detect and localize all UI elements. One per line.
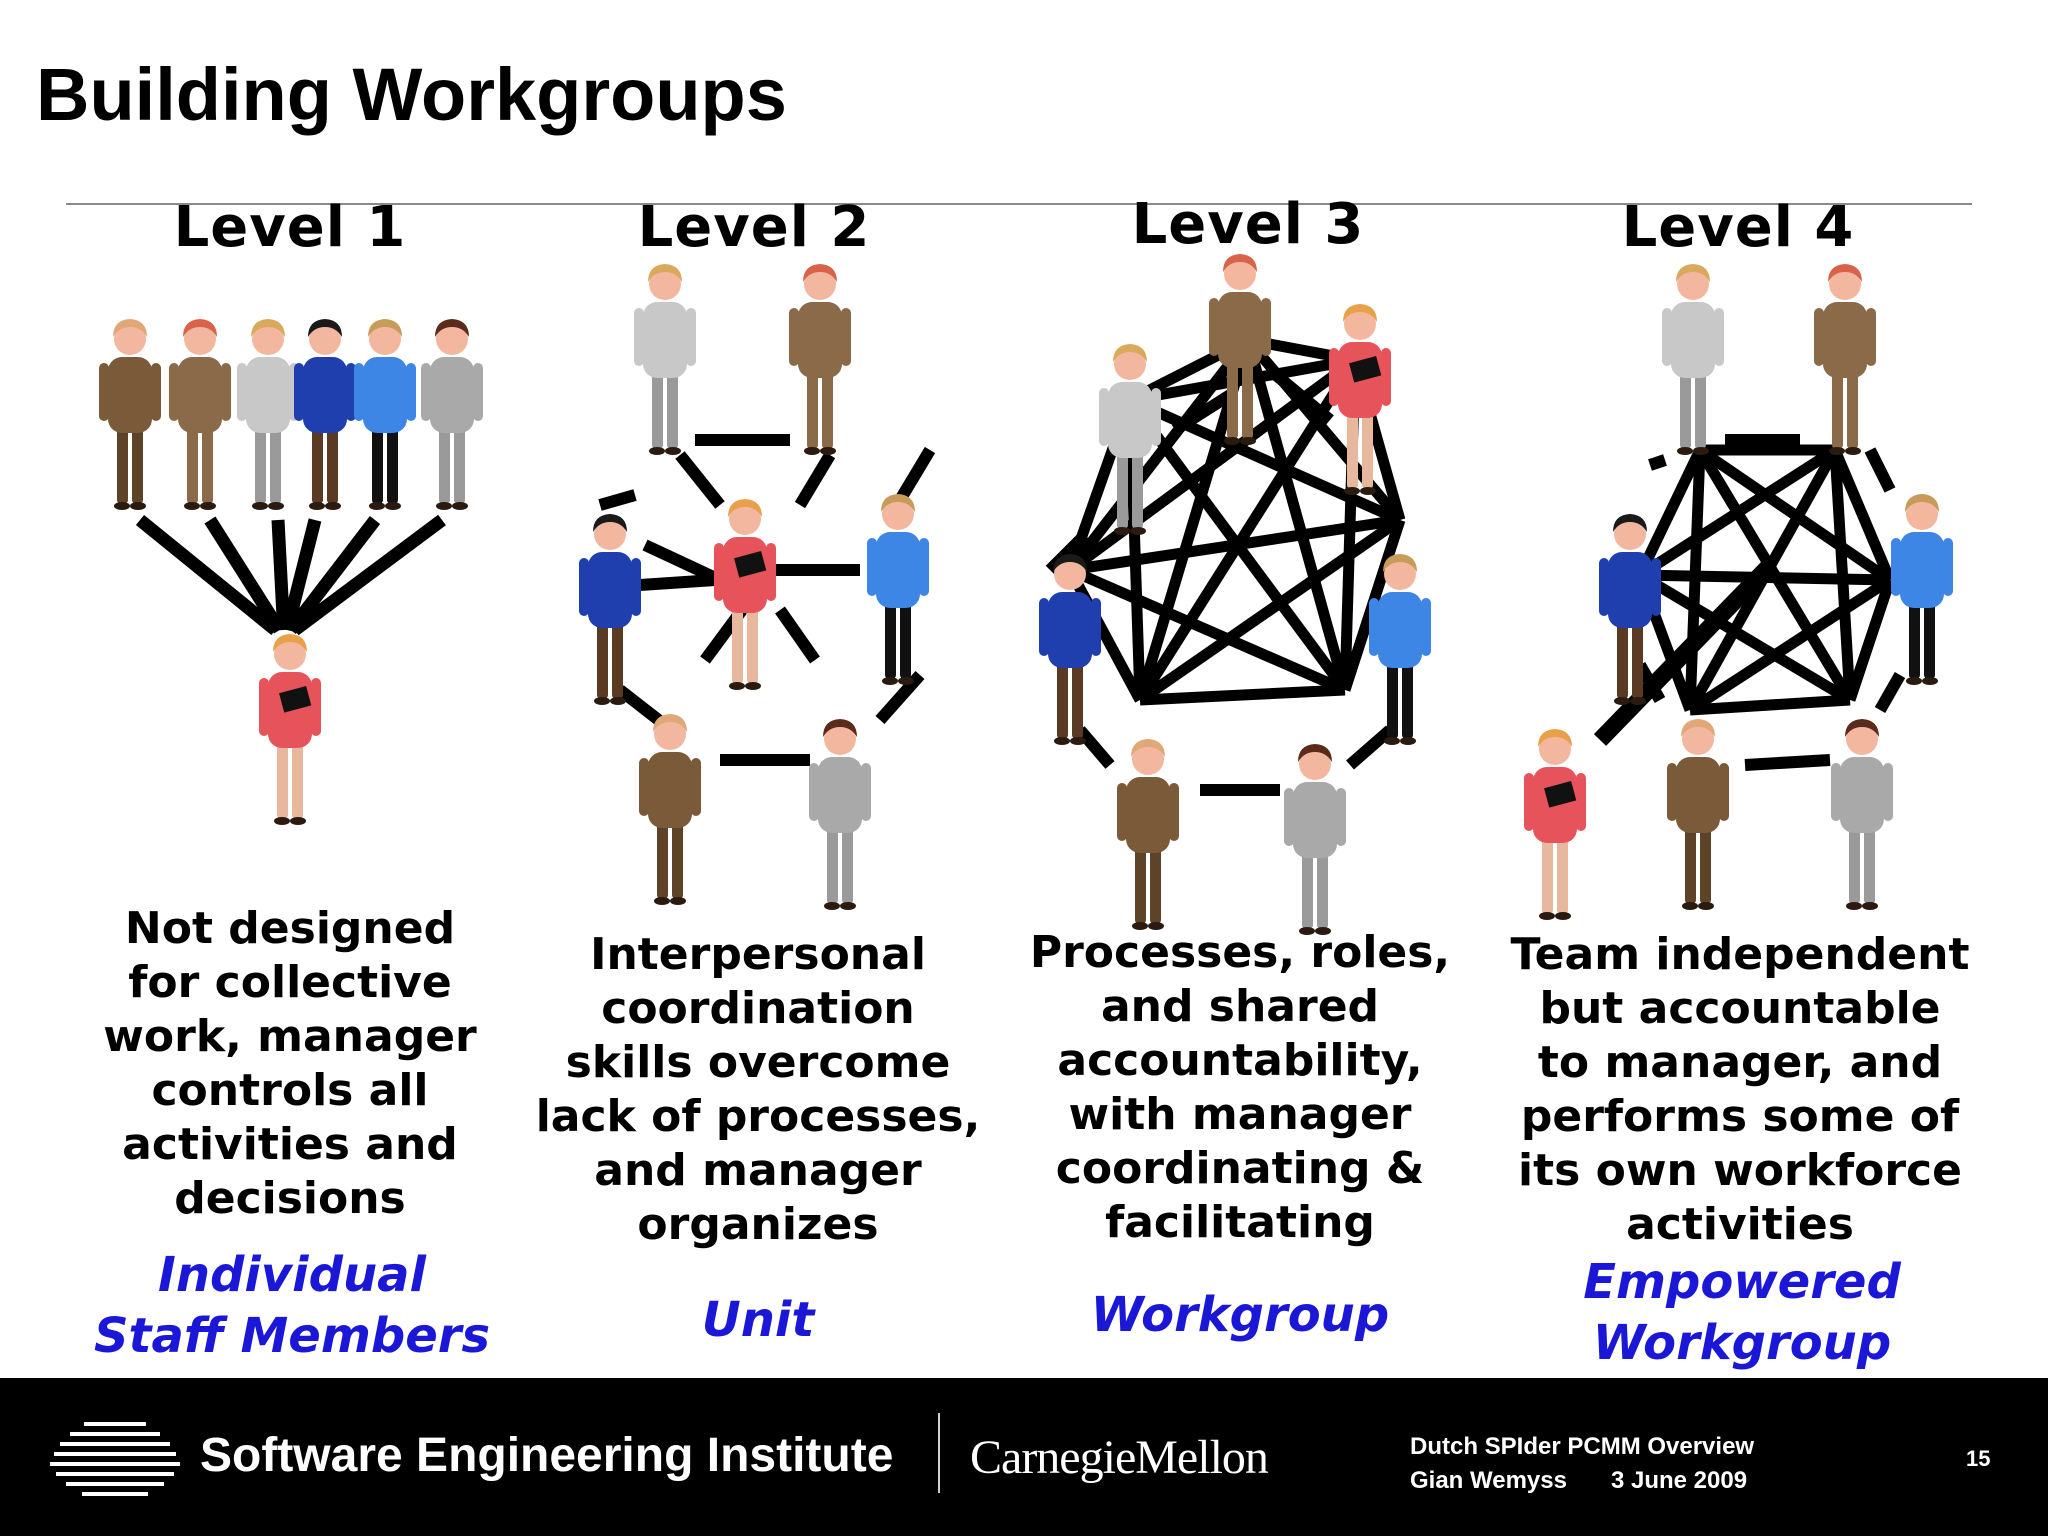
level-3-description: Processes, roles, and shared accountabil… — [1029, 927, 1451, 1248]
staff-figure — [354, 319, 416, 510]
university-name: CarnegieMellon — [970, 1431, 1269, 1484]
connection-line — [271, 519, 291, 631]
staff-figure — [1667, 719, 1729, 910]
connection-line — [894, 446, 936, 504]
connection-line — [135, 514, 280, 636]
presentation-info: Dutch SPIder PCMM Overview Gian Wemyss 3 … — [1410, 1430, 1754, 1498]
connection-line — [598, 489, 637, 511]
connection-line — [1864, 447, 1896, 493]
staff-figure — [1284, 744, 1346, 935]
connection-line — [1065, 567, 1145, 703]
staff-figure — [1599, 514, 1661, 705]
staff-figure — [1039, 554, 1101, 745]
staff-figure — [639, 714, 701, 905]
staff-figure — [634, 264, 696, 455]
staff-figure — [1662, 264, 1724, 455]
manager-figure — [1329, 304, 1391, 495]
workgroup-diagram — [99, 254, 1953, 935]
connection-line — [1171, 389, 1234, 436]
presentation-title: Dutch SPIder PCMM Overview — [1410, 1433, 1755, 1460]
connection-line — [639, 574, 716, 591]
level-3-label: Level 3 — [1131, 192, 1365, 257]
connection-line — [1637, 570, 1853, 705]
slide-title: Building Workgroups — [36, 53, 787, 136]
footer-divider — [938, 1413, 940, 1493]
staff-figure — [1891, 494, 1953, 685]
manager-figure — [1524, 729, 1586, 920]
manager-figure — [259, 634, 321, 825]
staff-figure — [1209, 254, 1271, 445]
connection-line — [1829, 447, 1896, 583]
connection-line — [1637, 445, 1838, 580]
staff-figure — [789, 264, 851, 455]
level-2-label: Level 2 — [637, 195, 871, 260]
connection-line — [1346, 725, 1394, 770]
staff-figure — [294, 319, 356, 510]
staff-figure — [867, 494, 929, 685]
staff-figure — [1099, 344, 1161, 535]
connection-line — [775, 606, 820, 664]
staff-figure — [579, 514, 641, 705]
connection-line — [1266, 365, 1334, 425]
level-4-description: Team independent but accountable to mana… — [1510, 929, 1970, 1250]
presentation-date: 3 June 2009 — [1610, 1467, 1748, 1494]
connection-line — [1125, 396, 1350, 694]
level-2-caption: Unit — [701, 1292, 815, 1348]
connection-line — [204, 516, 286, 634]
page-number: 15 — [1966, 1446, 1991, 1471]
institute-name: Software Engineering Institute — [200, 1429, 894, 1482]
connection-line — [290, 514, 446, 636]
connection-line — [1127, 394, 1403, 526]
connection-line — [1067, 564, 1348, 696]
connection-line — [1593, 559, 1777, 746]
staff-figure — [1831, 719, 1893, 910]
connection-line — [794, 451, 836, 509]
connection-line — [1648, 454, 1667, 471]
staff-figure — [99, 319, 161, 510]
connection-line — [1744, 754, 1831, 771]
connection-line — [280, 518, 322, 632]
level-2-description: Interpersonal coordination skills overco… — [535, 929, 981, 1250]
connection-line — [1136, 515, 1404, 705]
connection-line — [1075, 726, 1115, 769]
level-4-label: Level 4 — [1621, 195, 1855, 260]
level-3-caption: Workgroup — [1090, 1287, 1390, 1343]
title-divider — [66, 203, 1972, 205]
connection-line — [1689, 694, 1851, 716]
connection-line — [1634, 662, 1666, 703]
staff-figure — [1814, 264, 1876, 455]
author-name: Gian Wemyss — [1410, 1467, 1567, 1494]
connection-line — [1687, 575, 1893, 715]
manager-figure — [714, 499, 776, 690]
connection-line — [285, 516, 381, 634]
staff-figure — [809, 719, 871, 910]
connection-line — [1635, 447, 1705, 578]
connection-line — [1139, 684, 1346, 706]
connection-line — [642, 539, 723, 586]
sei-logo-icon — [50, 1422, 180, 1496]
staff-figure — [169, 319, 231, 510]
connection-line — [1874, 672, 1906, 713]
staff-figure — [1369, 554, 1431, 745]
connection-line — [1242, 338, 1351, 692]
connection-line — [1065, 336, 1253, 574]
level-1-description: Not designed for collective work, manage… — [103, 903, 477, 1224]
footer-bar: Software Engineering Institute CarnegieM… — [0, 1378, 2048, 1536]
staff-figure — [421, 319, 483, 510]
level-1-label: Level 1 — [173, 195, 407, 260]
connection-line — [675, 451, 725, 509]
staff-figure — [1117, 739, 1179, 930]
staff-figure — [237, 319, 299, 510]
connection-line — [1844, 578, 1896, 702]
